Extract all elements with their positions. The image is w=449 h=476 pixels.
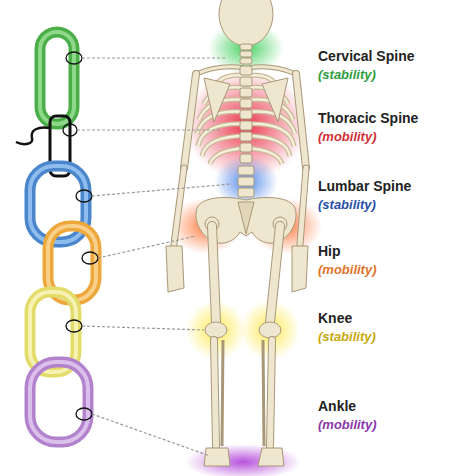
role-note: (mobility) [318, 417, 377, 432]
leader-line [77, 58, 232, 456]
part-name: Hip [318, 243, 341, 259]
part-name: Lumbar Spine [318, 178, 411, 194]
role-note: (stability) [318, 197, 376, 212]
skeleton [166, 0, 308, 466]
part-name: Knee [318, 310, 352, 326]
role-note: (mobility) [318, 262, 377, 277]
part-name: Thoracic Spine [318, 110, 418, 126]
joint-glow [170, 22, 322, 476]
role-note: (mobility) [318, 129, 377, 144]
role-note: (stability) [318, 67, 376, 82]
part-name: Cervical Spine [318, 48, 415, 64]
role-note: (stability) [318, 329, 376, 344]
part-name: Ankle [318, 398, 356, 414]
chain [16, 32, 98, 442]
